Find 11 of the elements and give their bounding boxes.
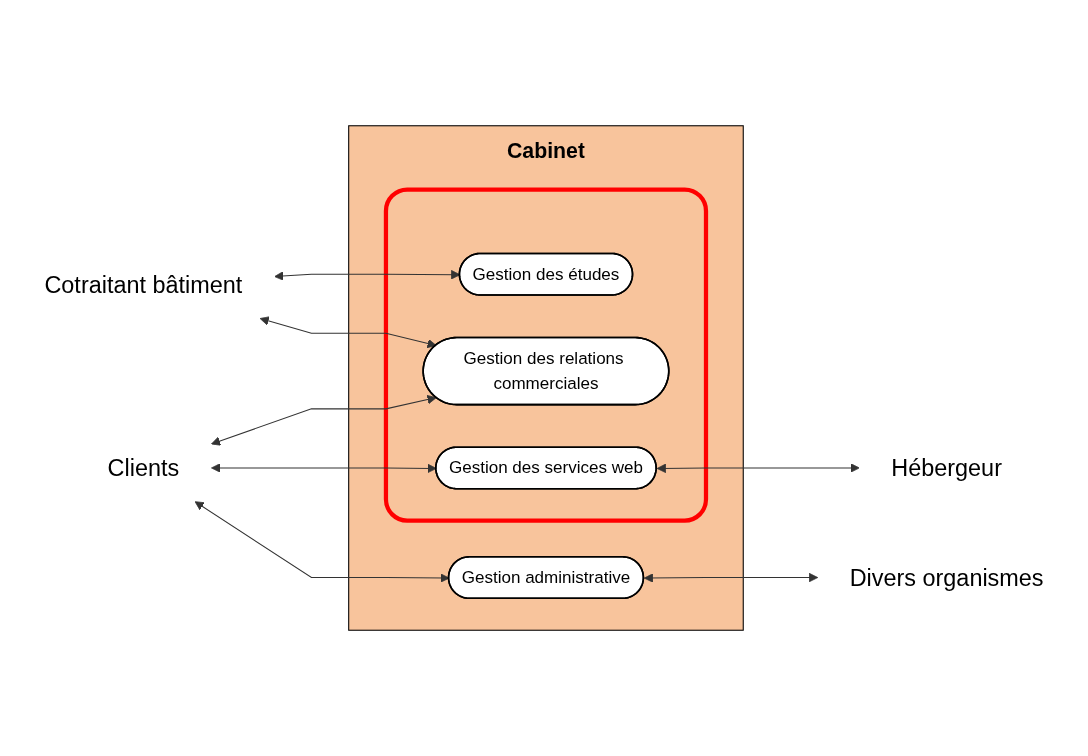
- arrow: [211, 394, 437, 446]
- node-text: Hébergeur: [891, 454, 1002, 482]
- arrow: [259, 316, 437, 349]
- arrow: [211, 463, 437, 474]
- arrow: [643, 572, 819, 583]
- cluster: [383, 187, 709, 523]
- node-text: Clients: [107, 454, 180, 482]
- arrow: [194, 501, 450, 583]
- arrow: [656, 463, 860, 474]
- node-text: Cotraitant bâtiment: [44, 271, 243, 299]
- node-text: Divers organismes: [849, 564, 1044, 591]
